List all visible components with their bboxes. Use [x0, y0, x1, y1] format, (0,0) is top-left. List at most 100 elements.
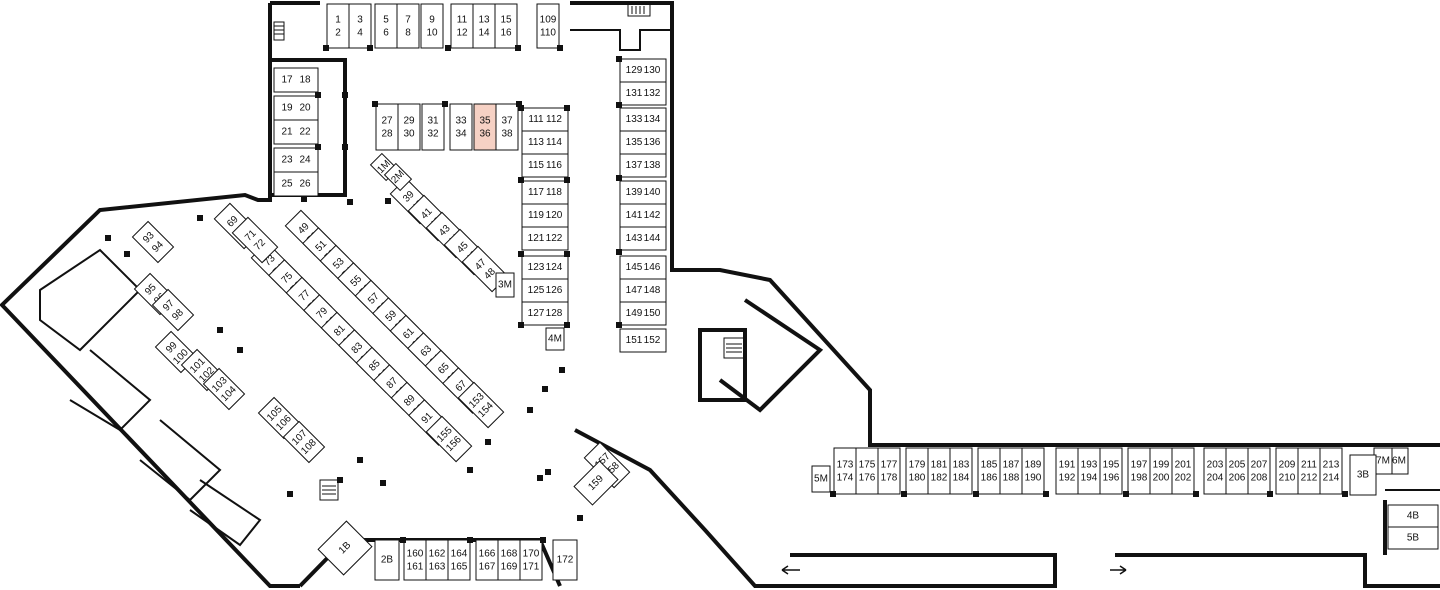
spot-number: 124 — [546, 262, 563, 273]
spot-number: 209 — [1279, 460, 1296, 471]
parking-spot[interactable]: 5M — [811, 465, 831, 493]
parking-spot[interactable]: 2M — [383, 162, 413, 192]
parking-spot[interactable]: 12 — [326, 3, 350, 49]
spot-box — [396, 3, 420, 49]
column-post — [380, 480, 386, 486]
parking-spot[interactable]: 7M — [1373, 447, 1393, 475]
parking-spot[interactable]: 4B — [1387, 504, 1439, 528]
spot-box — [619, 328, 667, 353]
spot-box — [273, 67, 319, 93]
parking-spot[interactable]: 6M — [1389, 447, 1409, 475]
parking-spot[interactable]: 1B — [317, 520, 373, 576]
column-post — [385, 198, 391, 204]
parking-spot[interactable]: 4M — [545, 327, 565, 351]
parking-spot[interactable]: 3B — [1349, 454, 1377, 496]
parking-spot[interactable]: 34 — [348, 3, 372, 49]
parking-spot[interactable]: 910 — [420, 3, 444, 49]
parking-spot[interactable]: 78 — [396, 3, 420, 49]
spot-number: 202 — [1175, 473, 1192, 484]
spot-box — [403, 539, 427, 581]
parking-spot[interactable]: 56 — [374, 3, 398, 49]
column-post — [1043, 491, 1049, 497]
column-post — [616, 322, 622, 328]
parking-spot[interactable]: 172 — [552, 539, 578, 581]
parking-spot[interactable]: 3M — [495, 272, 515, 298]
parking-spot[interactable]: 2B — [374, 539, 400, 581]
parking-spot[interactable]: 5B — [1387, 526, 1439, 550]
parking-spot[interactable]: 159 — [573, 460, 619, 506]
